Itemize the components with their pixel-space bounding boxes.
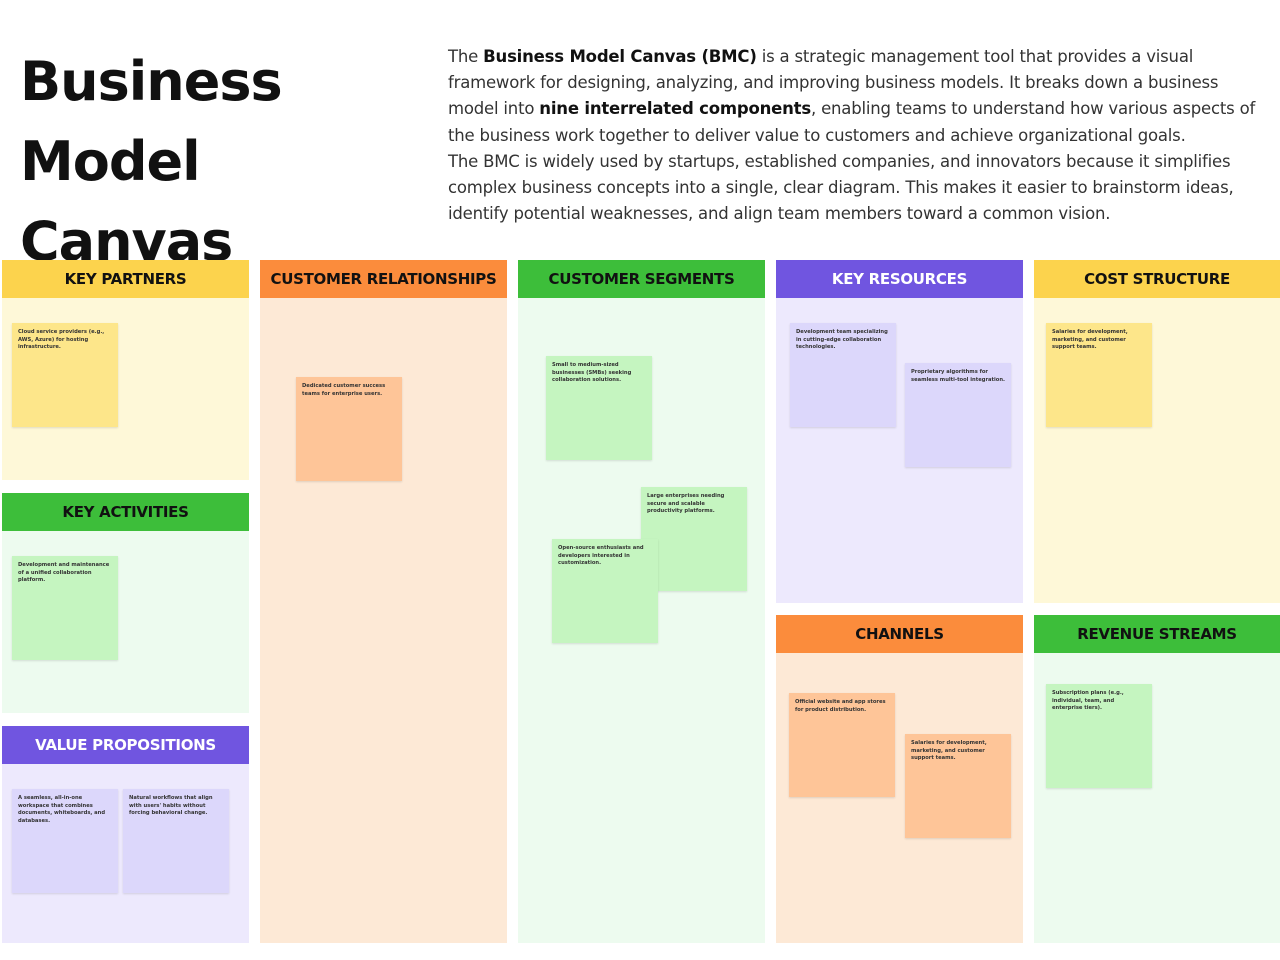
description: The Business Model Canvas (BMC) is a str… — [448, 44, 1268, 227]
sticky-note[interactable]: Open-source enthusiasts and developers i… — [552, 539, 658, 643]
description-paragraph-1: The Business Model Canvas (BMC) is a str… — [448, 44, 1268, 149]
section-body: Development team specializing in cutting… — [776, 298, 1023, 603]
section-header: REVENUE STREAMS — [1034, 615, 1280, 653]
section-customer-relationships: CUSTOMER RELATIONSHIPS Dedicated custome… — [260, 260, 507, 943]
section-customer-segments: CUSTOMER SEGMENTS Small to medium-sized … — [518, 260, 765, 943]
section-header: KEY RESOURCES — [776, 260, 1023, 298]
sticky-note[interactable]: Dedicated customer success teams for ent… — [296, 377, 402, 481]
section-value-propositions: VALUE PROPOSITIONS A seamless, all-in-on… — [2, 726, 249, 943]
section-body: Development and maintenance of a unified… — [2, 531, 249, 713]
description-bold-components: nine interrelated components — [539, 99, 811, 119]
page-title-line-1: Business Model — [20, 50, 283, 193]
section-cost-structure: COST STRUCTURE Salaries for development,… — [1034, 260, 1280, 603]
section-header: KEY PARTNERS — [2, 260, 249, 298]
section-key-resources: KEY RESOURCES Development team specializ… — [776, 260, 1023, 603]
section-body: Salaries for development, marketing, and… — [1034, 298, 1280, 603]
description-text: is a strategic management tool that prov… — [448, 47, 1219, 119]
sticky-note[interactable]: Salaries for development, marketing, and… — [905, 734, 1011, 838]
section-channels: CHANNELS Official website and app stores… — [776, 615, 1023, 943]
sticky-note[interactable]: Proprietary algorithms for seamless mult… — [905, 363, 1011, 467]
section-revenue-streams: REVENUE STREAMS Subscription plans (e.g.… — [1034, 615, 1280, 943]
sticky-note[interactable]: A seamless, all-in-one workspace that co… — [12, 789, 118, 893]
description-bold-bmc: Business Model Canvas (BMC) — [483, 47, 757, 66]
section-key-activities: KEY ACTIVITIES Development and maintenan… — [2, 493, 249, 713]
sticky-note[interactable]: Salaries for development, marketing, and… — [1046, 323, 1152, 427]
section-body: Cloud service providers (e.g., AWS, Azur… — [2, 298, 249, 480]
description-paragraph-2: The BMC is widely used by startups, esta… — [448, 151, 1234, 224]
sticky-note[interactable]: Cloud service providers (e.g., AWS, Azur… — [12, 323, 118, 427]
section-header: KEY ACTIVITIES — [2, 493, 249, 531]
sticky-note[interactable]: Small to medium-sized businesses (SMBs) … — [546, 356, 652, 460]
sticky-note[interactable]: Development team specializing in cutting… — [790, 323, 896, 427]
description-text: The — [448, 47, 484, 66]
section-body: A seamless, all-in-one workspace that co… — [2, 764, 249, 943]
section-header: CUSTOMER SEGMENTS — [518, 260, 765, 298]
sticky-note[interactable]: Large enterprises needing secure and sca… — [641, 487, 747, 591]
sticky-note[interactable]: Development and maintenance of a unified… — [12, 556, 118, 660]
section-header: VALUE PROPOSITIONS — [2, 726, 249, 764]
page-title: Business Model Canvas — [20, 42, 430, 282]
section-header: COST STRUCTURE — [1034, 260, 1280, 298]
sticky-note[interactable]: Subscription plans (e.g., individual, te… — [1046, 684, 1152, 788]
sticky-note[interactable]: Official website and app stores for prod… — [789, 693, 895, 797]
section-body: Subscription plans (e.g., individual, te… — [1034, 653, 1280, 943]
section-body: Dedicated customer success teams for ent… — [260, 298, 507, 943]
section-body: Official website and app stores for prod… — [776, 653, 1023, 943]
section-key-partners: KEY PARTNERS Cloud service providers (e.… — [2, 260, 249, 480]
sticky-note[interactable]: Natural workflows that align with users'… — [123, 789, 229, 893]
section-body: Small to medium-sized businesses (SMBs) … — [518, 298, 765, 943]
section-header: CUSTOMER RELATIONSHIPS — [260, 260, 507, 298]
description-text: , enabling teams to understand how vario… — [448, 99, 1256, 145]
section-header: CHANNELS — [776, 615, 1023, 653]
